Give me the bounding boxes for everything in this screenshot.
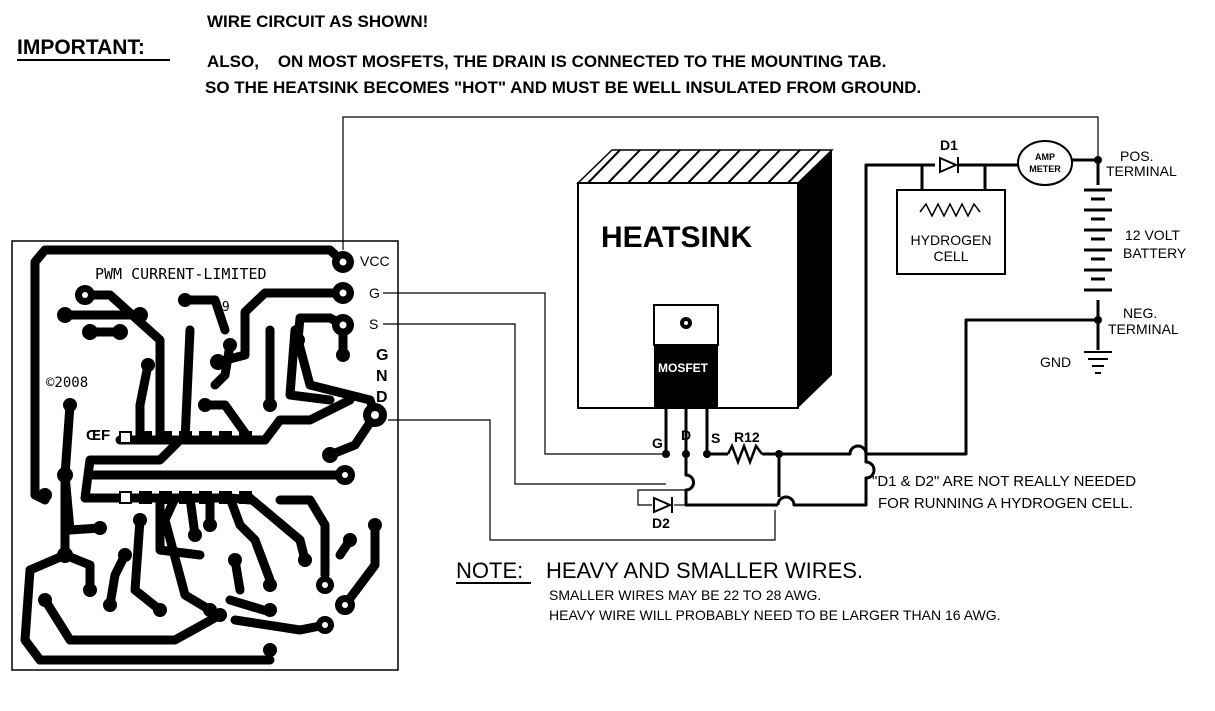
- r12-resistor: R12: [726, 429, 783, 466]
- pcb-gnd-label-n: N: [376, 368, 388, 385]
- header-line-3: SO THE HEATSINK BECOMES "HOT" AND MUST B…: [205, 78, 921, 97]
- mosfet-s-label: S: [711, 430, 720, 446]
- pcb-g-label: G: [369, 285, 380, 301]
- drain-wire-b: [776, 454, 876, 507]
- pcb-board: PWM CURRENT-LIMITED 69 ©2008 ŒF VCC G S …: [11, 240, 399, 671]
- d1d2-note-line-2: FOR RUNNING A HYDROGEN CELL.: [878, 495, 1133, 512]
- mosfet-d-label: D: [681, 427, 691, 443]
- pcb-ic-pads: [119, 431, 252, 504]
- note-line-2: HEAVY WIRE WILL PROBABLY NEED TO BE LARG…: [549, 607, 1001, 623]
- battery-label-1: 12 VOLT: [1125, 227, 1180, 243]
- neg-terminal-dot: [1094, 316, 1102, 324]
- d1-diode: D1: [939, 137, 959, 174]
- gate-wire: [383, 292, 666, 455]
- amp-meter-label-2: METER: [1029, 164, 1061, 174]
- neg-label-2: TERMINAL: [1108, 321, 1179, 337]
- heatsink-label: HEATSINK: [601, 221, 752, 254]
- ground-sense-wire: [388, 419, 776, 541]
- pcb-s-label: S: [369, 316, 378, 332]
- header-line-1: WIRE CIRCUIT AS SHOWN!: [207, 12, 428, 31]
- pos-label-2: TERMINAL: [1106, 163, 1177, 179]
- pcb-vcc-label: VCC: [360, 253, 390, 269]
- header-line-2: ALSO, ON MOST MOSFETS, THE DRAIN IS CONN…: [207, 52, 886, 71]
- mosfet: MOSFET G D S: [652, 304, 720, 458]
- neg-label-1: NEG.: [1123, 305, 1157, 321]
- heatsink-side: [798, 150, 832, 408]
- pcb-title: PWM CURRENT-LIMITED: [95, 265, 267, 283]
- pos-terminal-dot: [1094, 156, 1102, 164]
- mosfet-label: MOSFET: [658, 361, 709, 375]
- d2-diode: D2: [652, 496, 673, 531]
- pos-label-1: POS.: [1120, 148, 1153, 164]
- note-title: HEAVY AND SMALLER WIRES.: [546, 558, 863, 583]
- drain-wire-a: [684, 454, 778, 507]
- r12-to-cell: [762, 163, 924, 456]
- heavy-wires: [684, 158, 1100, 507]
- d1-label: D1: [940, 137, 958, 153]
- pcb-outline: [11, 240, 399, 671]
- amp-meter: AMP METER: [1017, 140, 1073, 186]
- pcb-gnd-label-d: D: [376, 389, 388, 406]
- heatsink-hatch: [587, 149, 821, 184]
- d2-wire-a: [637, 489, 688, 506]
- vcc-wire: [342, 116, 1099, 250]
- d1d2-note-line-1: "D1 & D2" ARE NOT REALLY NEEDED: [872, 473, 1136, 490]
- ground-icon: [1084, 351, 1112, 374]
- source-sense-wire: [383, 323, 666, 485]
- battery: [1084, 188, 1112, 292]
- small-wires: [342, 116, 1099, 541]
- pcb-number: 69: [214, 300, 230, 315]
- mosfet-legs: [664, 407, 709, 454]
- battery-label-2: BATTERY: [1123, 245, 1187, 261]
- negative-wire: [866, 318, 1098, 456]
- pcb-gnd-label-g: G: [376, 347, 388, 364]
- pcb-copyright: ©2008: [46, 375, 88, 391]
- note-line-1: SMALLER WIRES MAY BE 22 TO 28 AWG.: [549, 587, 821, 603]
- mosfet-g-label: G: [652, 435, 663, 451]
- hydrogen-cell: HYDROGEN CELL: [896, 189, 1006, 275]
- gnd-label: GND: [1040, 354, 1071, 370]
- r12-label: R12: [734, 429, 760, 445]
- hydrogen-cell-label-2: CELL: [933, 248, 968, 264]
- important-label: IMPORTANT:: [17, 36, 145, 59]
- amp-meter-label-1: AMP: [1035, 152, 1055, 162]
- pcb-pad-holes: [82, 258, 379, 628]
- cell-element-icon: [919, 202, 981, 218]
- d2-label: D2: [652, 515, 670, 531]
- pcb-logo-icon: ŒF: [86, 427, 110, 444]
- note-label: NOTE:: [456, 558, 523, 583]
- hydrogen-cell-label-1: HYDROGEN: [911, 232, 992, 248]
